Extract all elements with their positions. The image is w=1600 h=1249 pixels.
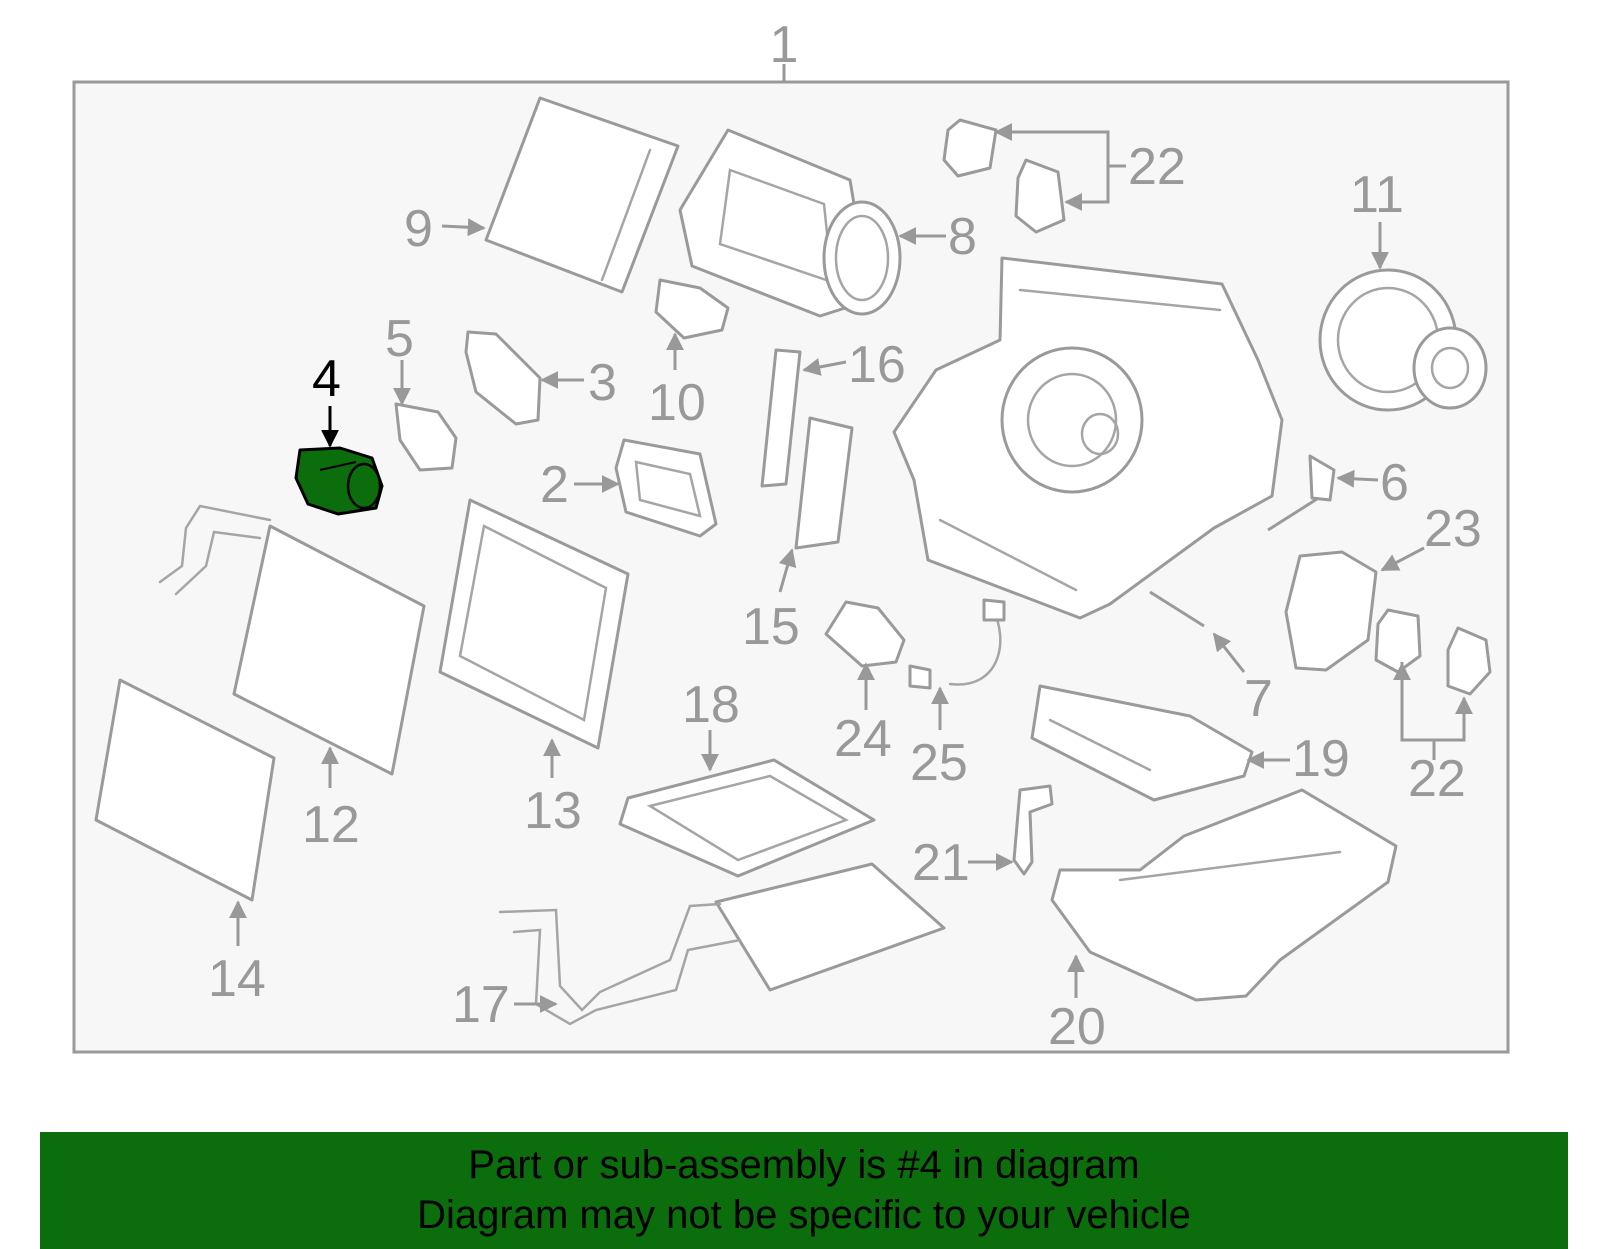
callout-24: 24 bbox=[834, 710, 892, 768]
callout-19: 19 bbox=[1292, 730, 1350, 788]
part-bracket-3 bbox=[464, 330, 542, 426]
callout-10: 10 bbox=[648, 374, 706, 432]
part-23-module bbox=[1284, 550, 1378, 672]
callout-15: 15 bbox=[742, 598, 800, 656]
callout-17: 17 bbox=[452, 976, 510, 1034]
callout-11: 11 bbox=[1350, 166, 1404, 224]
part-actuator-top-2 bbox=[1014, 158, 1066, 234]
part-20-lower-case bbox=[1050, 788, 1398, 1002]
banner-line-part-number: Part or sub-assembly is #4 in diagram bbox=[468, 1143, 1140, 1187]
callout-2: 2 bbox=[540, 456, 569, 514]
callout-23: 23 bbox=[1424, 500, 1482, 558]
part-cabin-air-filter bbox=[484, 96, 680, 294]
part-7-probe bbox=[1149, 590, 1205, 628]
callout-18: 18 bbox=[682, 676, 740, 734]
callout-14: 14 bbox=[208, 950, 266, 1008]
callout-22-top: 22 bbox=[1128, 138, 1186, 196]
callout-22-lower: 22 bbox=[1408, 750, 1466, 808]
part-blower-motor bbox=[1318, 268, 1488, 412]
part-15-door bbox=[794, 416, 854, 550]
part-12-evaporator bbox=[158, 504, 426, 776]
part-duct-2 bbox=[614, 438, 718, 538]
callout-6: 6 bbox=[1380, 454, 1409, 512]
callout-9: 9 bbox=[404, 200, 433, 258]
callout-21: 21 bbox=[912, 834, 970, 892]
banner-line-disclaimer: Diagram may not be specific to your vehi… bbox=[417, 1193, 1191, 1237]
part-4-highlighted bbox=[294, 446, 384, 516]
callout-4: 4 bbox=[312, 350, 341, 408]
part-hvac-case bbox=[892, 256, 1284, 620]
callout-8: 8 bbox=[948, 208, 977, 266]
part-17-heater-core bbox=[498, 862, 946, 1026]
part-actuator-lower-2 bbox=[1446, 626, 1492, 696]
part-16-sensor-strip bbox=[760, 348, 802, 488]
part-21-hose bbox=[1012, 784, 1054, 876]
callout-20: 20 bbox=[1048, 998, 1106, 1056]
info-banner: Part or sub-assembly is #4 in diagram Di… bbox=[40, 1132, 1568, 1249]
callout-16: 16 bbox=[848, 336, 906, 394]
part-18-tray bbox=[618, 758, 876, 878]
part-25-harness bbox=[908, 598, 1006, 690]
part-bracket-5 bbox=[394, 402, 458, 472]
part-actuator-top-1 bbox=[942, 118, 998, 178]
callout-25: 25 bbox=[910, 734, 968, 792]
part-blower-resistor bbox=[654, 278, 730, 340]
part-24-connector bbox=[824, 600, 906, 668]
part-13-core bbox=[438, 498, 630, 750]
callout-13: 13 bbox=[524, 782, 582, 840]
callout-3: 3 bbox=[588, 354, 617, 412]
callout-7: 7 bbox=[1244, 670, 1273, 728]
part-19-door bbox=[1030, 684, 1254, 802]
part-14-filter bbox=[94, 678, 276, 902]
parts-diagram: 1 bbox=[72, 16, 1510, 1056]
part-blower-housing bbox=[678, 128, 902, 318]
callout-1: 1 bbox=[770, 16, 799, 74]
callout-5: 5 bbox=[385, 310, 414, 368]
callout-12: 12 bbox=[302, 796, 360, 854]
part-6-sensor bbox=[1267, 454, 1336, 532]
